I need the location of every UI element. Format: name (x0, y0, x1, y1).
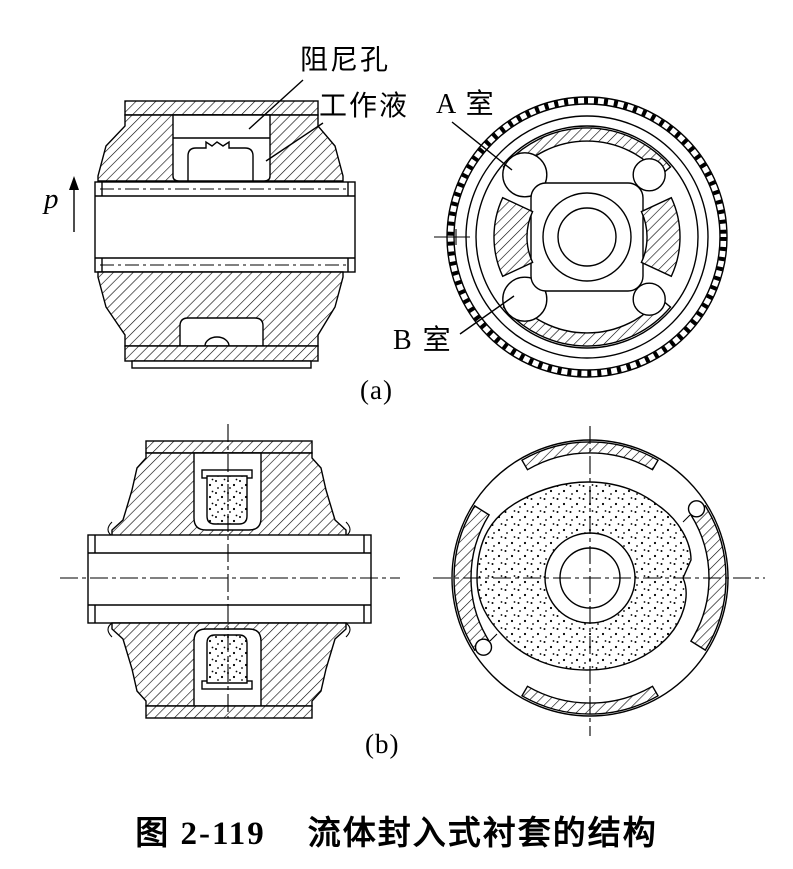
figure-caption-number: 图 2-119 (135, 816, 266, 852)
figure-caption-title: 流体封入式衬套的结构 (307, 816, 658, 852)
panel-b-radial-section-drawing (433, 426, 765, 736)
panel-a-tag: (a) (360, 375, 393, 405)
panel-a-axial-section-drawing (69, 100, 356, 369)
panel-b-tag: (b) (365, 729, 400, 759)
working-fluid-label: 工作液 (319, 91, 410, 122)
chamber-a-leader-line (451, 121, 513, 171)
chamber-b-leader-line (459, 295, 515, 335)
working-fluid-leader-line (265, 122, 324, 162)
chamber-a-label: A 室 (436, 89, 496, 120)
panel-a-radial-section-drawing (434, 96, 728, 378)
damping-hole-label: 阻尼孔 (300, 45, 391, 76)
chamber-b-label: B 室 (393, 325, 453, 356)
pressure-label: p (44, 183, 59, 215)
figure-caption: 图 2-119 流体封入式衬套的结构 (0, 806, 793, 854)
panel-b-axial-section-drawing (60, 424, 400, 719)
damping-hole-leader-line (248, 79, 304, 130)
